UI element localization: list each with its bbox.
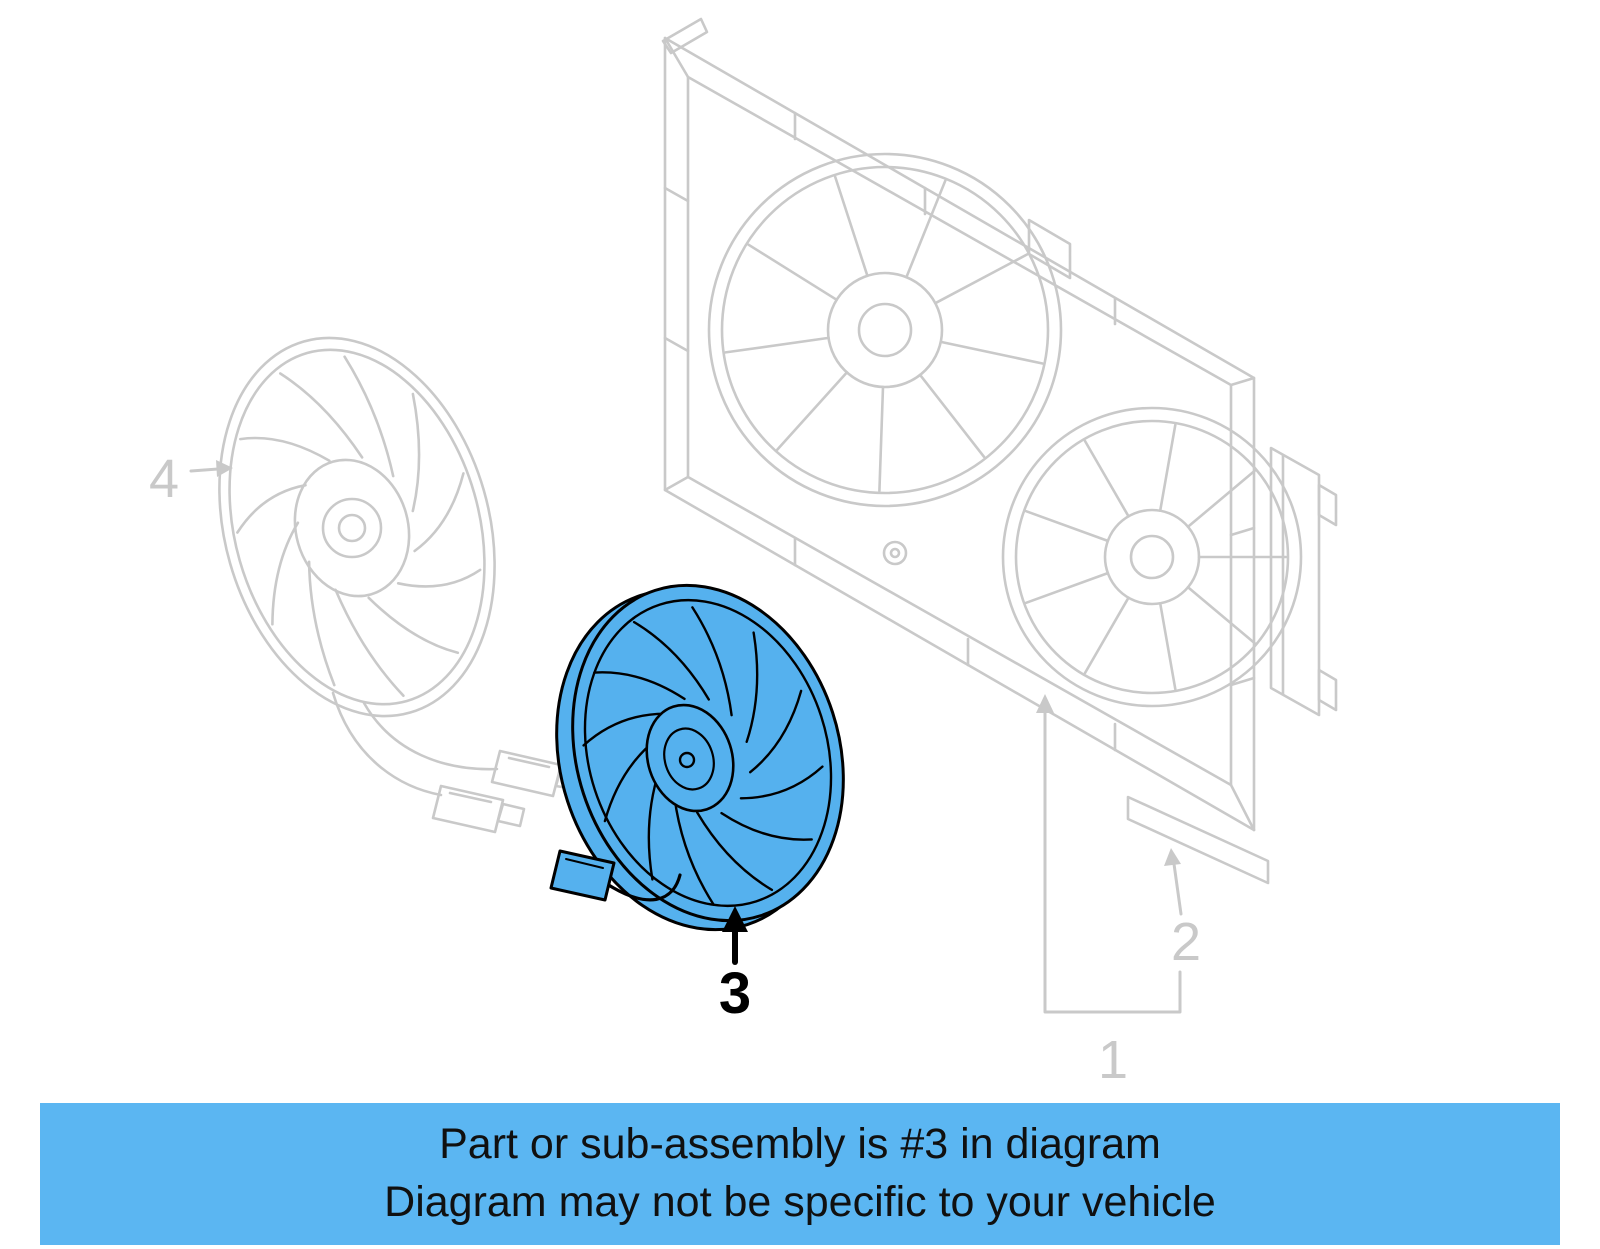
shroud-fan-2-outer-ring (1001, 406, 1303, 708)
fan-3-connector[interactable] (549, 849, 616, 902)
fan-4-drawing (218, 336, 585, 834)
shroud-fan-2-hub-ring (1103, 508, 1201, 606)
fan-3-connector-detail (565, 858, 604, 869)
shroud-screw-hole (882, 540, 908, 566)
fan-4-outer-rim (218, 336, 496, 718)
fan-4-connector-2-tip (496, 802, 526, 828)
fan-4-wire-1 (331, 691, 443, 797)
part-label-1: 1 (1098, 1030, 1128, 1090)
shroud-screw-hole-center (889, 547, 901, 559)
shroud-top-tab (1027, 218, 1072, 280)
shroud-fan-2-hub (1129, 534, 1175, 580)
shroud-right-bracket-tab-bottom (1317, 668, 1338, 712)
part-label-3: 3 (719, 961, 751, 1026)
part-label-4: 4 (149, 449, 179, 509)
shroud-frame-ribs (663, 111, 1256, 752)
fan-4-connector-2 (431, 784, 505, 834)
shroud-fan-1-hub-ring (826, 271, 944, 389)
fan-4-blades-group (236, 355, 482, 697)
fan-4-wire-2 (362, 701, 499, 771)
part-4-arrowhead (216, 460, 233, 477)
highlighted-fan-part[interactable] (514, 550, 885, 966)
fan-3-wire (605, 873, 682, 902)
seal-strip-part-2 (1126, 795, 1270, 885)
shroud-fan-2-spokes-group (1024, 423, 1288, 691)
part-3-arrowhead (722, 906, 748, 932)
shroud-fan-2-inner-ring (1014, 419, 1290, 695)
fan-4-connector-2-detail (448, 791, 493, 804)
part-1-bracket-line (1043, 706, 1182, 1014)
shroud-fan-1-inner-ring (720, 165, 1050, 495)
fan-3-hub-center (678, 751, 696, 769)
shroud-fan-1-spokes-group (724, 175, 1044, 493)
diagram-note-banner: Part or sub-assembly is #3 in diagram Di… (40, 1103, 1560, 1245)
fan-3-blades-group (582, 606, 824, 906)
shroud-corner-lines (663, 36, 1256, 832)
callout-labels: 4 3 2 1 (149, 449, 1201, 1090)
fan-4-hub (321, 497, 383, 559)
fan-4-inner-rim (228, 348, 486, 706)
shroud-top-left-tab (661, 17, 709, 55)
fan-3-hub-inner-ring (663, 727, 715, 791)
part-1-arrowhead (1036, 694, 1054, 713)
shroud-right-bracket-tab-top (1317, 483, 1338, 527)
shroud-fan-2-spokes (1024, 423, 1288, 691)
fan-shroud-drawing (661, 17, 1338, 885)
fan-4-blades (236, 355, 482, 697)
fan-4-hub-center (337, 513, 367, 543)
banner-line-1: Part or sub-assembly is #3 in diagram (439, 1120, 1161, 1169)
part-2-leader-line (1172, 862, 1183, 916)
fan-4-connector-1-detail (507, 756, 551, 769)
fan-4-connector-1 (490, 749, 563, 798)
part-label-2: 2 (1171, 912, 1201, 972)
fan-4-hub-ring (293, 458, 411, 598)
part-2-arrowhead (1164, 848, 1181, 866)
part-4-leader-line (189, 467, 220, 473)
shroud-fan-1-spokes (724, 175, 1044, 493)
fan-3-blade-tip-ring (583, 598, 833, 908)
shroud-right-bracket (1269, 446, 1321, 717)
fan-3-blades (582, 606, 824, 906)
shroud-fan-1-hub (857, 302, 913, 358)
shroud-fan-1-outer-ring (707, 152, 1063, 508)
banner-line-2: Diagram may not be specific to your vehi… (384, 1178, 1216, 1226)
